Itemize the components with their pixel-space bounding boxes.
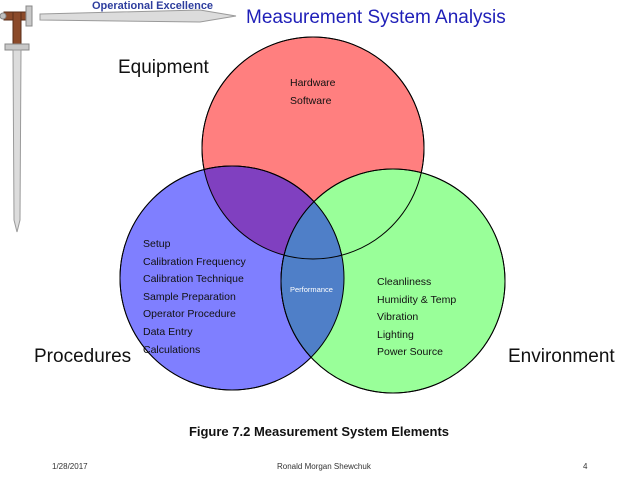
list-item: Software <box>290 94 332 107</box>
list-item: Operator Procedure <box>143 308 236 321</box>
list-item: Cleanliness <box>377 276 432 288</box>
performance-label: Performance <box>290 285 333 294</box>
list-item: Calibration Frequency <box>143 255 246 268</box>
footer-page-number: 4 <box>583 462 588 471</box>
list-item: Setup <box>143 238 171 250</box>
list-item: Power Source <box>377 346 443 359</box>
list-item: Vibration <box>377 311 419 324</box>
procedures-item-list: Setup Calibration Frequency Calibration … <box>143 236 246 359</box>
list-item: Humidity & Temp <box>377 293 457 306</box>
brand-banner: Operational Excellence <box>92 0 214 12</box>
slide-title: Measurement System Analysis <box>246 7 506 28</box>
procedures-label: Procedures <box>34 346 132 367</box>
environment-item-list: Cleanliness Humidity & Temp Vibration Li… <box>377 274 456 362</box>
footer-author: Ronald Morgan Shewchuk <box>277 462 371 471</box>
list-item: Sample Preparation <box>143 290 236 303</box>
list-item: Calibration Technique <box>143 273 244 286</box>
sword-logo-icon <box>0 5 237 233</box>
figure-caption: Figure 7.2 Measurement System Elements <box>188 424 450 439</box>
list-item: Calculations <box>143 343 201 356</box>
equipment-item-list: Hardware Software <box>290 75 336 110</box>
list-item: Data Entry <box>143 325 193 338</box>
footer-date: 1/28/2017 <box>52 462 88 471</box>
environment-label: Environment <box>508 346 615 367</box>
list-item: Lighting <box>377 328 414 341</box>
equipment-label: Equipment <box>118 57 209 78</box>
list-item: Hardware <box>290 77 336 89</box>
